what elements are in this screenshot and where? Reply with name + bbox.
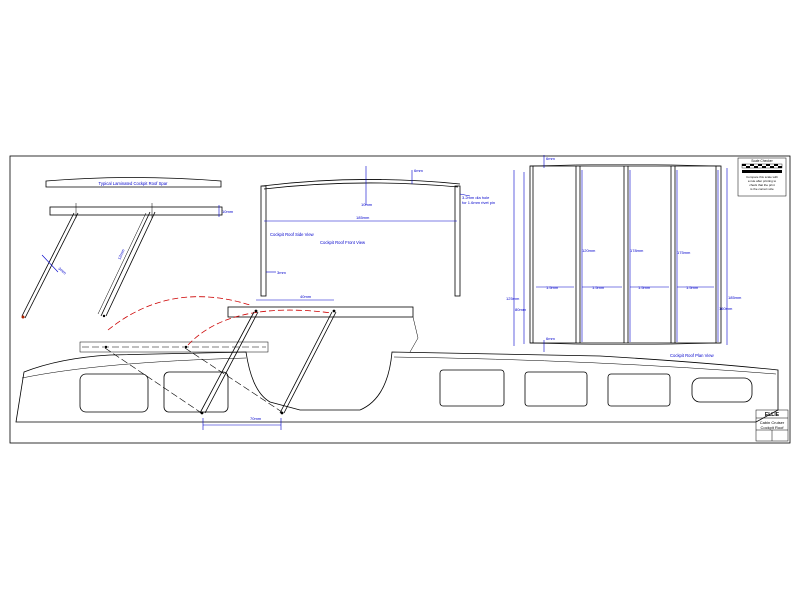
plan-view-label: Cockpit Roof Plan View <box>670 353 715 358</box>
strut-pivot-rear <box>280 411 284 415</box>
strut-pivot-front <box>200 411 204 415</box>
laminated-spar <box>45 177 222 188</box>
diag-strut-2c <box>97 212 147 315</box>
plan-dim-h3: 120mm <box>582 248 596 253</box>
scale-bar <box>741 163 783 173</box>
window-4 <box>524 371 588 407</box>
folded-roof-panel <box>79 341 269 353</box>
title-line-2: Cockpit Roof <box>761 425 785 430</box>
strut-front-b <box>204 311 259 414</box>
strut-rear-a <box>279 311 333 414</box>
plan-outline <box>529 165 722 344</box>
front-leg-right <box>454 185 461 297</box>
front-view-label: Cockpit Roof Front View <box>320 240 366 245</box>
strut-pivot-1 <box>21 315 25 319</box>
scale-note-2: a rule after printing to <box>748 179 777 183</box>
diag-dim-line-1 <box>41 254 59 273</box>
plan-dim-h4: 178mm <box>630 248 644 253</box>
plan-gap-3: 1.5mm <box>638 285 651 290</box>
front-width-dim: 185mm <box>356 215 370 220</box>
folded-strut-dash-1 <box>104 347 201 413</box>
diag-strut-2a <box>100 211 151 317</box>
strut-pivot-2 <box>102 314 106 318</box>
cockpit-roof-end <box>409 316 419 353</box>
strut-front-a <box>199 311 255 414</box>
front-arch-inner <box>263 182 459 190</box>
hull-sheer-right <box>393 356 777 375</box>
front-gap-dim: 6mm <box>414 168 424 173</box>
pivot-note-leader <box>459 193 471 197</box>
swing-arc-1 <box>107 296 251 331</box>
front-arch-outer <box>261 179 461 187</box>
diag-dim-2: 12mm <box>116 248 126 261</box>
pivot-note-2: for 1.6mm rivet pin <box>462 200 495 205</box>
scale-checker-box <box>737 157 787 197</box>
plan-top-dim: 6mm <box>546 156 556 161</box>
plan-dim-h6: 160mm <box>719 306 733 311</box>
window-6 <box>691 377 753 403</box>
strut-rear-b <box>283 311 337 414</box>
drawing-border <box>9 155 791 444</box>
plan-top-curve <box>529 164 721 167</box>
spar-title: Typical Laminated Cockpit Roof Spar <box>99 181 169 186</box>
scale-title: Scale Checker <box>751 159 773 163</box>
side-view-label: Cockpit Roof Side View <box>270 232 315 237</box>
window-2 <box>163 371 229 413</box>
side-span-dim: 40mm <box>300 294 312 299</box>
front-leg-dim: 3mm <box>277 270 287 275</box>
scale-note-3: check that the print <box>749 183 775 187</box>
pivot-note-1: 3.2mm dia hole <box>462 195 490 200</box>
roof-strip <box>49 206 223 216</box>
scale-note-4: is the correct size <box>750 187 774 191</box>
diag-dim-1: 3mm <box>57 266 68 276</box>
strut-top-rear <box>332 309 336 313</box>
folded-pivot-2 <box>184 345 188 349</box>
plan-dim-h5: 175mm <box>677 250 691 255</box>
window-1 <box>79 373 149 413</box>
cockpit-roof-panel <box>227 306 414 318</box>
plan-gap-1: 1.5mm <box>546 285 559 290</box>
plan-bot-dim: 6mm <box>546 336 556 341</box>
title-name: ELLIE <box>765 412 780 418</box>
plan-dim-h1: 125mm <box>506 296 520 301</box>
folded-pivot-1 <box>104 345 108 349</box>
hull-profile <box>15 351 779 423</box>
hull-sheer-left <box>21 357 247 379</box>
front-leg-left <box>260 185 267 297</box>
diag-strut-1a <box>21 212 75 317</box>
front-rise-dim: 10mm <box>361 202 373 207</box>
strip-dim: 10mm <box>222 209 234 214</box>
diag-strut-2b <box>105 211 156 317</box>
title-line-1: Cabin Cruiser <box>760 420 785 425</box>
window-5 <box>607 373 671 407</box>
folded-strut-dash-2 <box>184 347 283 413</box>
window-3 <box>439 369 505 407</box>
swing-arc-2 <box>187 309 333 346</box>
plan-dim-h7: 185mm <box>728 295 742 300</box>
plan-dim-h2: 80mm <box>515 307 527 312</box>
plan-bottom-curve <box>529 342 721 345</box>
plan-gap-4: 1.5mm <box>686 285 699 290</box>
scale-note-1: Compare this scale with <box>746 175 778 179</box>
base-dim: 70mm <box>250 416 262 421</box>
strut-top-front <box>254 309 258 313</box>
plan-gap-2: 1.5mm <box>592 285 605 290</box>
